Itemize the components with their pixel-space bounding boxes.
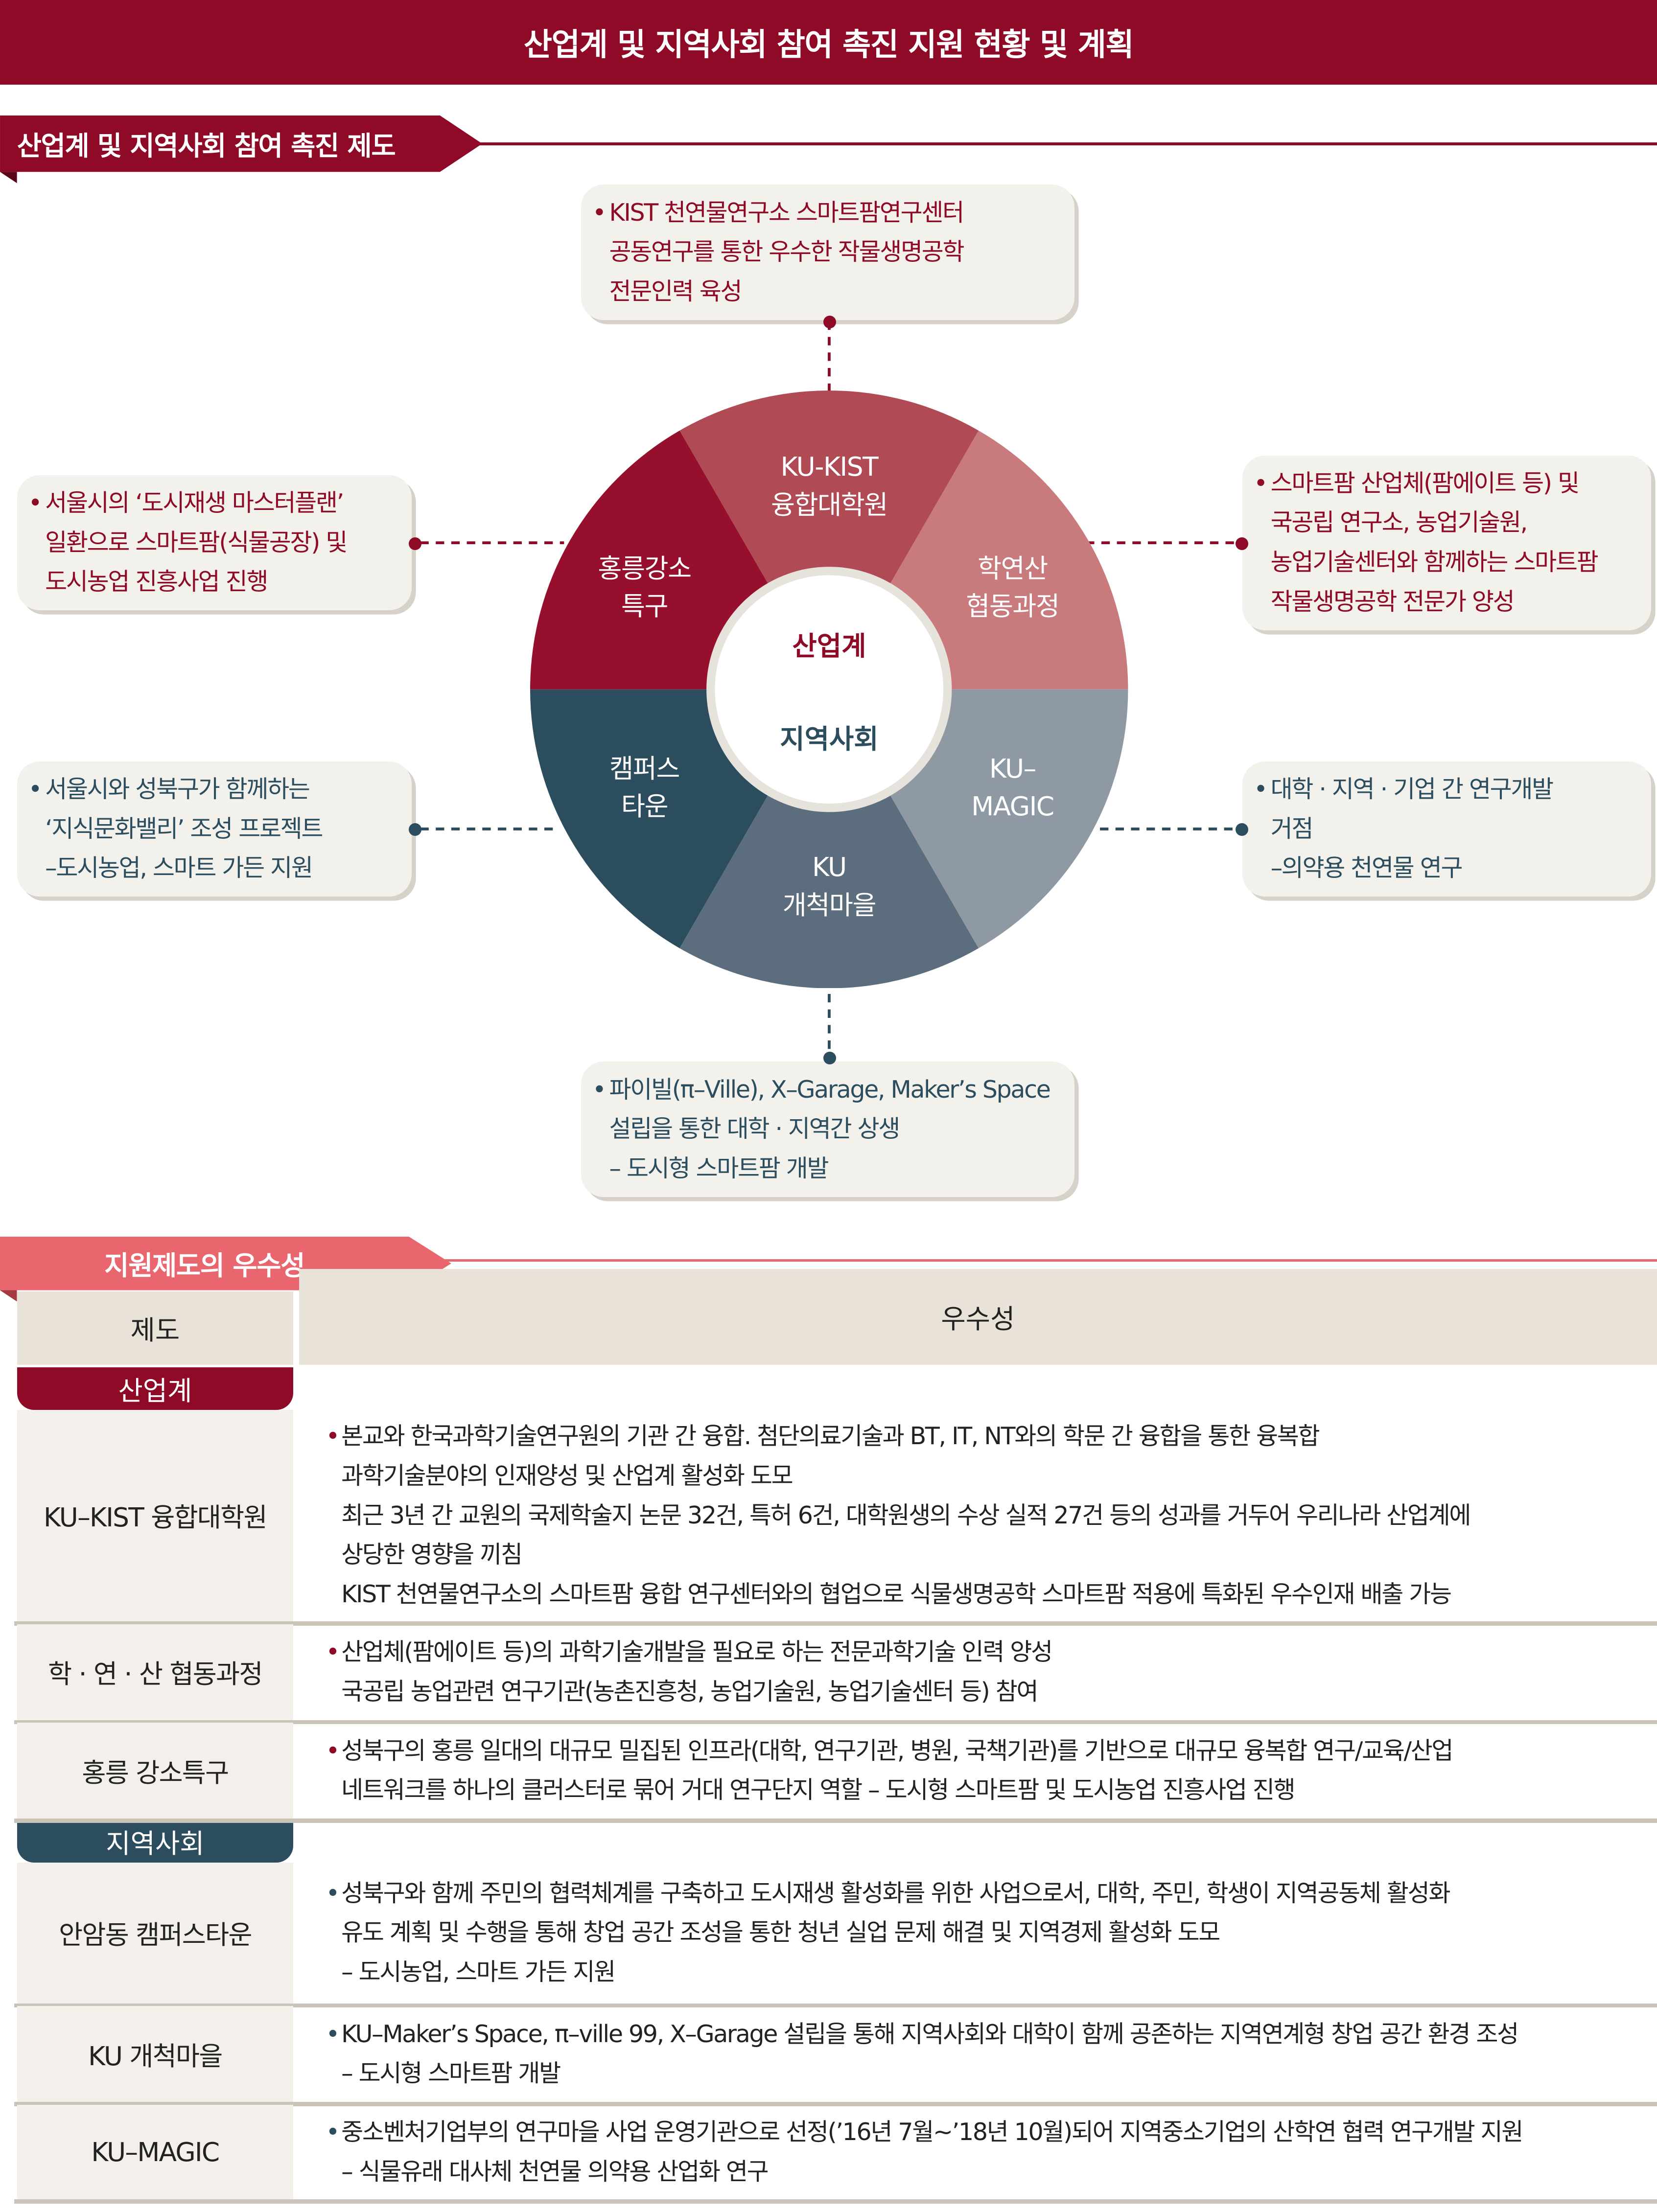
callout-line: 도시농업 진흥사업 진행 — [45, 568, 268, 596]
wheel-label-industry-course: 학연산 협동과정 — [966, 553, 1060, 622]
category-community: 지역사회 — [17, 1820, 294, 1863]
callout-line: 일환으로 스마트팜(식물공장) 및 — [45, 528, 348, 556]
row-divider — [14, 2102, 1657, 2106]
column-header-excellence: 우수성 — [299, 1268, 1657, 1365]
wheel-label-ku-kist: KU-KIST 융합대학원 — [770, 452, 888, 520]
wheel-segment — [679, 390, 979, 690]
row-divider — [14, 1621, 1657, 1626]
wheel-label-ku-village: KU 개척마을 — [782, 852, 877, 921]
row-description: •KU–Maker’s Space, π–ville 99, X–Garage … — [299, 2006, 1657, 2102]
description-line: – 도시농업, 스마트 가든 지원 — [341, 1958, 616, 1986]
callout-line: 공동연구를 통한 우수한 작물생명공학 — [609, 238, 965, 266]
callout-left-bottom: •서울시와 성북구가 함께하는‘지식문화밸리’ 조성 프로젝트–도시농업, 스마… — [17, 761, 412, 897]
callout-line: 국공립 연구소, 농업기술원, — [1270, 508, 1528, 537]
row-description: •성북구의 홍릉 일대의 대규모 밀집된 인프라(대학, 연구기관, 병원, 국… — [299, 1723, 1657, 1819]
connector-dot — [823, 316, 837, 329]
description-line: 과학기술분야의 인재양성 및 산업계 활성화 도모 — [341, 1461, 793, 1490]
callout-line: 작물생명공학 전문가 양성 — [1270, 587, 1515, 616]
section-heading-1: 산업계 및 지역사회 참여 촉진 제도 — [0, 115, 483, 184]
callout-line: 설립을 통한 대학 · 지역간 상생 — [609, 1115, 901, 1143]
wheel-diagram — [530, 390, 1128, 989]
section-heading-text: 지원제도의 우수성 — [104, 1249, 305, 1281]
callout-line: KIST 천연물연구소 스마트팜연구센터 — [609, 198, 965, 227]
callout-line: 서울시의 ‘도시재생 마스터플랜’ — [45, 489, 344, 517]
description-line: KIST 천연물연구소의 스마트팜 융합 연구센터와의 협업으로 식물생명공학 … — [341, 1580, 1452, 1608]
wheel-segment — [679, 689, 979, 989]
row-name: 홍릉 강소특구 — [17, 1723, 294, 1819]
section-heading-text: 산업계 및 지역사회 참여 촉진 제도 — [17, 130, 396, 162]
description-line: 성북구의 홍릉 일대의 대규모 밀집된 인프라(대학, 연구기관, 병원, 국책… — [341, 1736, 1453, 1765]
row-name: 안암동 캠퍼스타운 — [17, 1862, 294, 2004]
description-line: 중소벤처기업부의 연구마을 사업 운영기관으로 선정(’16년 7월~’18년 … — [341, 2118, 1523, 2146]
callout-line: ‘지식문화밸리’ 조성 프로젝트 — [45, 814, 323, 843]
connector-dot — [409, 537, 422, 550]
description-line: – 식물유래 대사체 천연물 의약용 산업화 연구 — [341, 2157, 769, 2186]
bullet-icon: • — [326, 1422, 340, 1451]
connector-dot — [1235, 537, 1248, 550]
callout-line: –도시농업, 스마트 가든 지원 — [45, 854, 313, 882]
callout-line: –의약용 천연물 연구 — [1270, 854, 1463, 882]
bullet-icon: • — [326, 2020, 340, 2048]
row-divider — [14, 1720, 1657, 1725]
description-line: 본교와 한국과학기술연구원의 기관 간 융합. 첨단의료기술과 BT, IT, … — [341, 1422, 1320, 1451]
description-line: 상당한 영향을 끼침 — [341, 1541, 523, 1569]
bullet-icon: • — [326, 1638, 340, 1666]
bullet-icon: • — [326, 2118, 340, 2146]
row-divider — [14, 1819, 1657, 1823]
wheel-label-campus-town: 캠퍼스 타운 — [609, 753, 680, 822]
callout-line: 파이빌(π–Ville), X–Garage, Maker’s Space — [609, 1075, 1051, 1104]
row-name: KU 개척마을 — [17, 2006, 294, 2102]
row-description: •산업체(팜에이트 등)의 과학기술개발을 필요로 하는 전문과학기술 인력 양… — [299, 1624, 1657, 1720]
row-description: •성북구와 함께 주민의 협력체계를 구축하고 도시재생 활성화를 위한 사업으… — [299, 1863, 1657, 2004]
row-description: •중소벤처기업부의 연구마을 사업 운영기관으로 선정(’16년 7월~’18년… — [299, 2105, 1657, 2199]
row-name: KU–KIST 융합대학원 — [17, 1409, 294, 1621]
section-divider — [423, 142, 1657, 145]
callout-line: 농업기술센터와 함께하는 스마트팜 — [1270, 548, 1599, 576]
page-title-bar: 산업계 및 지역사회 참여 촉진 지원 현황 및 계획 — [0, 0, 1657, 85]
row-description: •본교와 한국과학기술연구원의 기관 간 융합. 첨단의료기술과 BT, IT,… — [299, 1410, 1657, 1621]
description-line: 네트워크를 하나의 클러스터로 묶어 거대 연구단지 역할 – 도시형 스마트팜… — [341, 1776, 1295, 1804]
description-line: KU–Maker’s Space, π–ville 99, X–Garage 설… — [341, 2020, 1519, 2048]
wheel-center-industry: 산업계 — [792, 630, 866, 662]
description-line: 유도 계획 및 수행을 통해 창업 공간 조성을 통한 청년 실업 문제 해결 … — [341, 1918, 1220, 1947]
bullet-icon: • — [326, 1736, 340, 1765]
callout-line: 서울시와 성북구가 함께하는 — [45, 775, 310, 803]
bullet-icon: • — [326, 1879, 340, 1907]
row-divider — [14, 2003, 1657, 2008]
connector-dot — [823, 1052, 837, 1065]
wheel-label-hongneung: 홍릉강소 특구 — [598, 553, 692, 622]
callout-line: 전문인력 육성 — [609, 277, 743, 306]
callout-line: 대학 · 지역 · 기업 간 연구개발 — [1270, 775, 1554, 803]
callout-line: 거점 — [1270, 814, 1314, 843]
description-line: 국공립 농업관련 연구기관(농촌진흥청, 농업기술원, 농업기술센터 등) 참여 — [341, 1677, 1038, 1705]
section-divider — [423, 1259, 1657, 1262]
callout-line: – 도시형 스마트팜 개발 — [609, 1154, 829, 1182]
connector-lines — [420, 321, 1241, 1058]
row-name: KU–MAGIC — [17, 2105, 294, 2200]
description-line: 최근 3년 간 교원의 국제학술지 논문 32건, 특허 6건, 대학원생의 수… — [341, 1501, 1471, 1529]
description-line: 성북구와 함께 주민의 협력체계를 구축하고 도시재생 활성화를 위한 사업으로… — [341, 1879, 1450, 1907]
category-industry: 산업계 — [17, 1367, 294, 1410]
description-line: 산업체(팜에이트 등)의 과학기술개발을 필요로 하는 전문과학기술 인력 양성 — [341, 1638, 1053, 1666]
connector-dot — [1235, 823, 1248, 836]
connector-dot — [409, 823, 422, 836]
row-name: 학 · 연 · 산 협동과정 — [17, 1624, 294, 1720]
callout-line: 스마트팜 산업체(팜에이트 등) 및 — [1270, 469, 1580, 497]
column-header-system: 제도 — [17, 1291, 294, 1365]
page-title: 산업계 및 지역사회 참여 촉진 지원 현황 및 계획 — [523, 26, 1134, 63]
description-line: – 도시형 스마트팜 개발 — [341, 2059, 561, 2088]
wheel-center-community: 지역사회 — [780, 723, 879, 755]
wheel-center — [706, 567, 952, 812]
row-divider — [14, 2199, 1657, 2204]
wheel-label-ku-magic: KU– MAGIC — [971, 753, 1054, 822]
